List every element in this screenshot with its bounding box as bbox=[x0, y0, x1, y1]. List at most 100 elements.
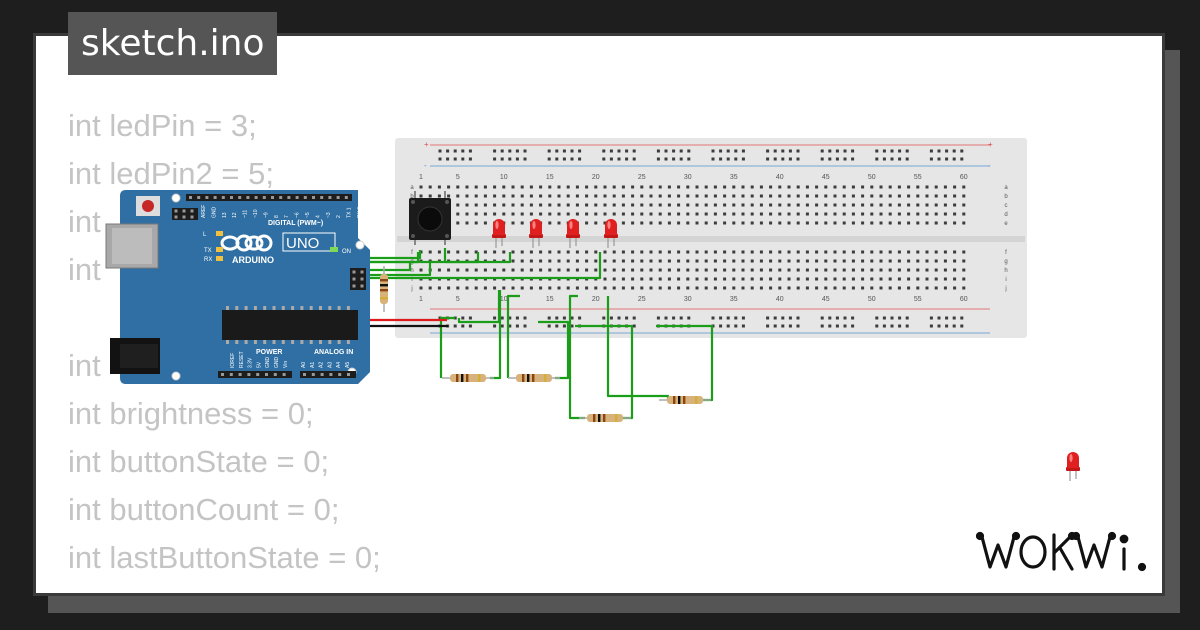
terminal-hole bbox=[723, 194, 727, 198]
terminal-hole bbox=[566, 203, 570, 207]
wokwi-logo bbox=[976, 531, 1147, 572]
terminal-hole bbox=[539, 203, 543, 207]
rail-hole bbox=[609, 157, 613, 161]
header-pin bbox=[213, 196, 217, 199]
rail-hole bbox=[820, 324, 824, 328]
terminal-hole bbox=[759, 212, 763, 216]
header-pin bbox=[238, 196, 242, 199]
header-pin bbox=[246, 196, 250, 199]
header-pin bbox=[295, 196, 299, 199]
terminal-hole bbox=[741, 221, 745, 225]
terminal-hole bbox=[713, 286, 717, 290]
terminal-hole bbox=[511, 250, 515, 254]
terminal-hole bbox=[419, 194, 423, 198]
rail-hole bbox=[719, 316, 723, 320]
header-pin bbox=[344, 196, 348, 199]
terminal-hole bbox=[493, 250, 497, 254]
terminal-hole bbox=[520, 194, 524, 198]
terminal-hole bbox=[621, 277, 625, 281]
rail-hole bbox=[773, 149, 777, 153]
column-number-bottom: 30 bbox=[684, 296, 692, 303]
terminal-hole bbox=[732, 259, 736, 263]
terminal-hole bbox=[916, 286, 920, 290]
resistor-5-pulldown bbox=[380, 266, 388, 312]
terminal-hole bbox=[677, 212, 681, 216]
rail-hole bbox=[570, 316, 574, 320]
rail-hole bbox=[843, 149, 847, 153]
terminal-hole bbox=[483, 185, 487, 189]
terminal-hole bbox=[888, 286, 892, 290]
terminal-hole bbox=[465, 268, 469, 272]
analog-pin-label: A5 bbox=[345, 362, 351, 368]
header-pin bbox=[352, 277, 356, 281]
digital-pin-label: AREF bbox=[201, 205, 207, 218]
terminal-hole bbox=[787, 212, 791, 216]
header-pin bbox=[221, 196, 225, 199]
terminal-hole bbox=[943, 212, 947, 216]
chip-pin bbox=[281, 306, 285, 310]
rail-hole bbox=[835, 149, 839, 153]
rail-hole bbox=[625, 157, 629, 161]
terminal-hole bbox=[465, 203, 469, 207]
terminal-hole bbox=[796, 268, 800, 272]
terminal-hole bbox=[851, 203, 855, 207]
terminal-hole bbox=[925, 250, 929, 254]
terminal-hole bbox=[557, 259, 561, 263]
terminal-hole bbox=[548, 194, 552, 198]
rail-hole bbox=[741, 149, 745, 153]
row-letter: j bbox=[1004, 286, 1006, 292]
rail-hole bbox=[632, 149, 636, 153]
column-number-bottom: 5 bbox=[456, 296, 460, 303]
pushbutton-screw bbox=[411, 200, 415, 204]
terminal-hole bbox=[861, 286, 865, 290]
terminal-hole bbox=[962, 259, 966, 263]
digital-pin-label: ~6 bbox=[295, 212, 301, 218]
rail-plus-label: + bbox=[424, 140, 429, 149]
brand-label: ARDUINO bbox=[232, 255, 274, 265]
terminal-hole bbox=[575, 259, 579, 263]
terminal-hole bbox=[805, 286, 809, 290]
terminal-hole bbox=[677, 185, 681, 189]
column-number-top: 60 bbox=[960, 174, 968, 181]
terminal-hole bbox=[483, 203, 487, 207]
header-pin bbox=[265, 373, 268, 376]
icsp2-header bbox=[350, 268, 366, 290]
analog-pin-label: A3 bbox=[327, 362, 333, 368]
terminal-hole bbox=[447, 268, 451, 272]
terminal-hole bbox=[594, 268, 598, 272]
terminal-hole bbox=[769, 212, 773, 216]
terminal-hole bbox=[557, 212, 561, 216]
terminal-hole bbox=[879, 277, 883, 281]
rail-hole bbox=[898, 157, 902, 161]
terminal-hole bbox=[667, 194, 671, 198]
rail-hole bbox=[828, 149, 832, 153]
terminal-hole bbox=[778, 212, 782, 216]
terminal-hole bbox=[842, 250, 846, 254]
rail-hole bbox=[726, 149, 730, 153]
rail-minus-label: - bbox=[424, 161, 427, 170]
terminal-hole bbox=[520, 185, 524, 189]
terminal-hole bbox=[713, 268, 717, 272]
rail-hole bbox=[515, 316, 519, 320]
terminal-hole bbox=[704, 194, 708, 198]
terminal-hole bbox=[769, 250, 773, 254]
terminal-hole bbox=[428, 286, 432, 290]
terminal-hole bbox=[621, 286, 625, 290]
terminal-hole bbox=[713, 277, 717, 281]
terminal-hole bbox=[539, 185, 543, 189]
terminal-hole bbox=[677, 286, 681, 290]
terminal-hole bbox=[658, 221, 662, 225]
terminal-hole bbox=[833, 259, 837, 263]
terminal-hole bbox=[695, 221, 699, 225]
code-line: int buttonState = 0; bbox=[68, 444, 330, 479]
resistor-3 bbox=[579, 414, 631, 422]
chip-pin bbox=[235, 306, 239, 310]
terminal-hole bbox=[962, 277, 966, 281]
column-number-top: 30 bbox=[684, 174, 692, 181]
terminal-hole bbox=[897, 277, 901, 281]
terminal-hole bbox=[943, 221, 947, 225]
terminal-hole bbox=[759, 259, 763, 263]
terminal-hole bbox=[759, 203, 763, 207]
power-pin-label: GND bbox=[274, 357, 280, 369]
